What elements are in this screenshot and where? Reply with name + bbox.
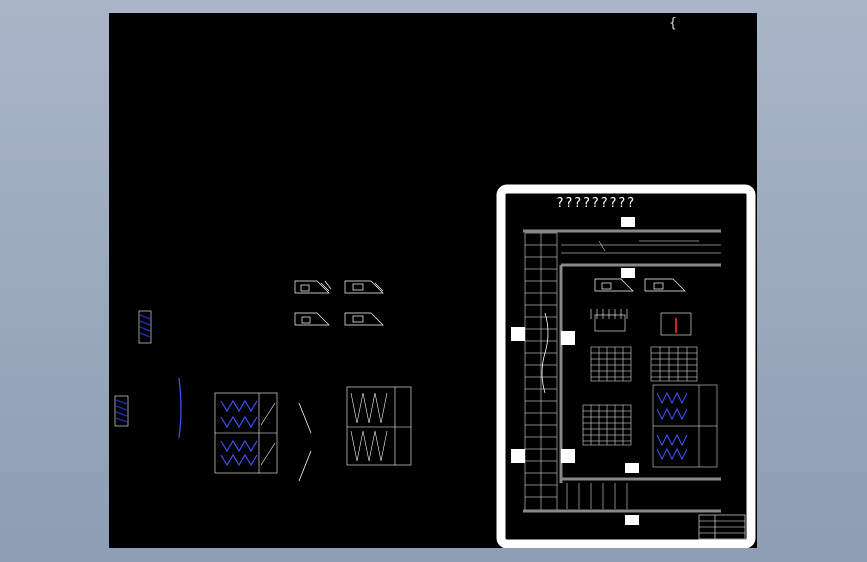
schedule-block-2[interactable] [650, 346, 698, 382]
plan-vertical-ladder[interactable] [511, 232, 575, 512]
detail-section-2[interactable] [344, 280, 384, 294]
crosshair-cursor: { [669, 16, 677, 31]
diagonal-leader-lines[interactable] [298, 402, 312, 482]
small-hatch-column-a[interactable] [138, 310, 152, 344]
reinforcement-elevation-left[interactable] [214, 392, 278, 474]
plan-bottom-beam[interactable] [523, 463, 721, 525]
sheet-border[interactable] [496, 184, 756, 548]
curved-section-line[interactable] [178, 377, 182, 439]
schedule-block-4[interactable] [652, 384, 718, 468]
cad-drawing-canvas[interactable]: { ????????? [109, 13, 757, 548]
plan-top-beam[interactable] [523, 217, 721, 483]
schedule-block-1[interactable] [590, 346, 632, 382]
sheet-section-c[interactable] [590, 309, 628, 332]
schedule-block-3[interactable] [582, 404, 632, 446]
detail-section-1[interactable] [294, 280, 332, 294]
detail-section-4[interactable] [344, 312, 384, 326]
reinforcement-elevation-right[interactable] [346, 386, 412, 466]
sheet-section-a[interactable] [594, 278, 634, 292]
sheet-section-d[interactable] [660, 312, 692, 336]
small-hatch-column-b[interactable] [114, 395, 129, 427]
sheet-section-b[interactable] [644, 278, 686, 292]
sheet-title: ????????? [556, 196, 636, 211]
drawing-linework [114, 184, 756, 548]
detail-section-3[interactable] [294, 312, 330, 326]
title-block[interactable] [698, 514, 746, 540]
